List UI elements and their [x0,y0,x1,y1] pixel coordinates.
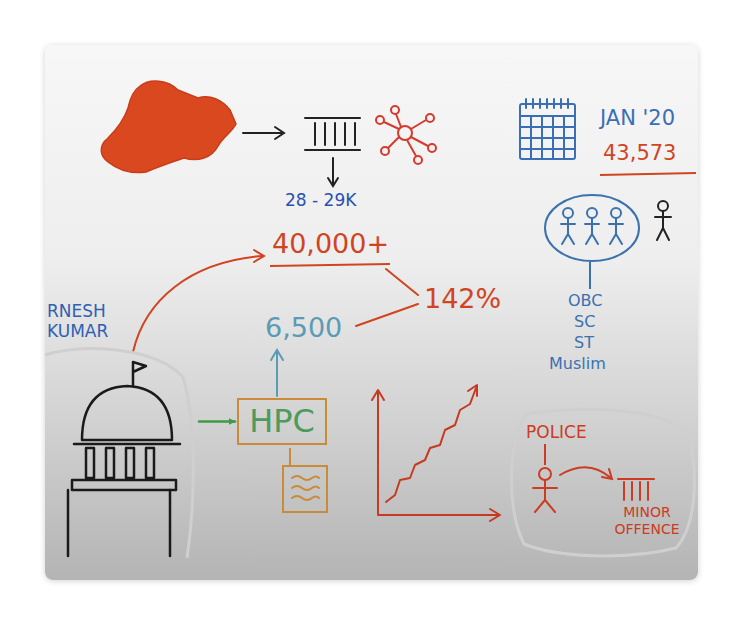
calendar-icon [520,99,575,159]
down-arrow [328,158,338,186]
count-label: 43,573 [603,141,676,166]
court-region: RNESH KUMAR [45,295,197,560]
stick-figures [561,208,623,244]
jail-icon [618,479,654,500]
count-label: 28 - 29K [285,190,356,210]
stick-figure [533,468,557,512]
group-circle [545,195,639,261]
date-label: JAN '20 [600,106,675,131]
document-icon [283,466,327,512]
jail-icon [305,118,360,150]
leader-line [544,444,546,465]
region-title: POLICE [526,422,587,442]
count-label: 40,000+ [272,228,389,260]
up-arrow [271,350,283,396]
category-label: SC [574,312,595,331]
underline [600,173,696,175]
percent-label: 142% [424,283,501,315]
line-chart [372,385,500,521]
curved-arrow [133,250,264,352]
box-outline [238,399,326,444]
leader-line [589,262,591,289]
region-note: MINOR OFFENCE [606,504,688,538]
network-icon [376,106,436,164]
underline [270,264,390,266]
category-label: OBC [568,291,602,310]
connector-arrow [199,420,235,423]
state-map [101,81,236,172]
stick-figure [655,201,671,240]
leader-line [289,448,291,466]
category-label: Muslim [549,354,606,373]
merge-lines [356,269,418,326]
region-outline [45,349,193,558]
map-arrow [243,127,284,139]
category-label: ST [574,333,594,352]
process-box: HPC [237,398,327,445]
region-outline [512,409,695,555]
arrest-arrow [560,467,612,479]
case-name: RNESH KUMAR [47,301,127,342]
count-label: 6,500 [265,312,342,344]
court-building [68,362,180,556]
police-region: POLICE MINOR OFFENCE [508,408,696,558]
box-title: HPC [249,402,315,440]
